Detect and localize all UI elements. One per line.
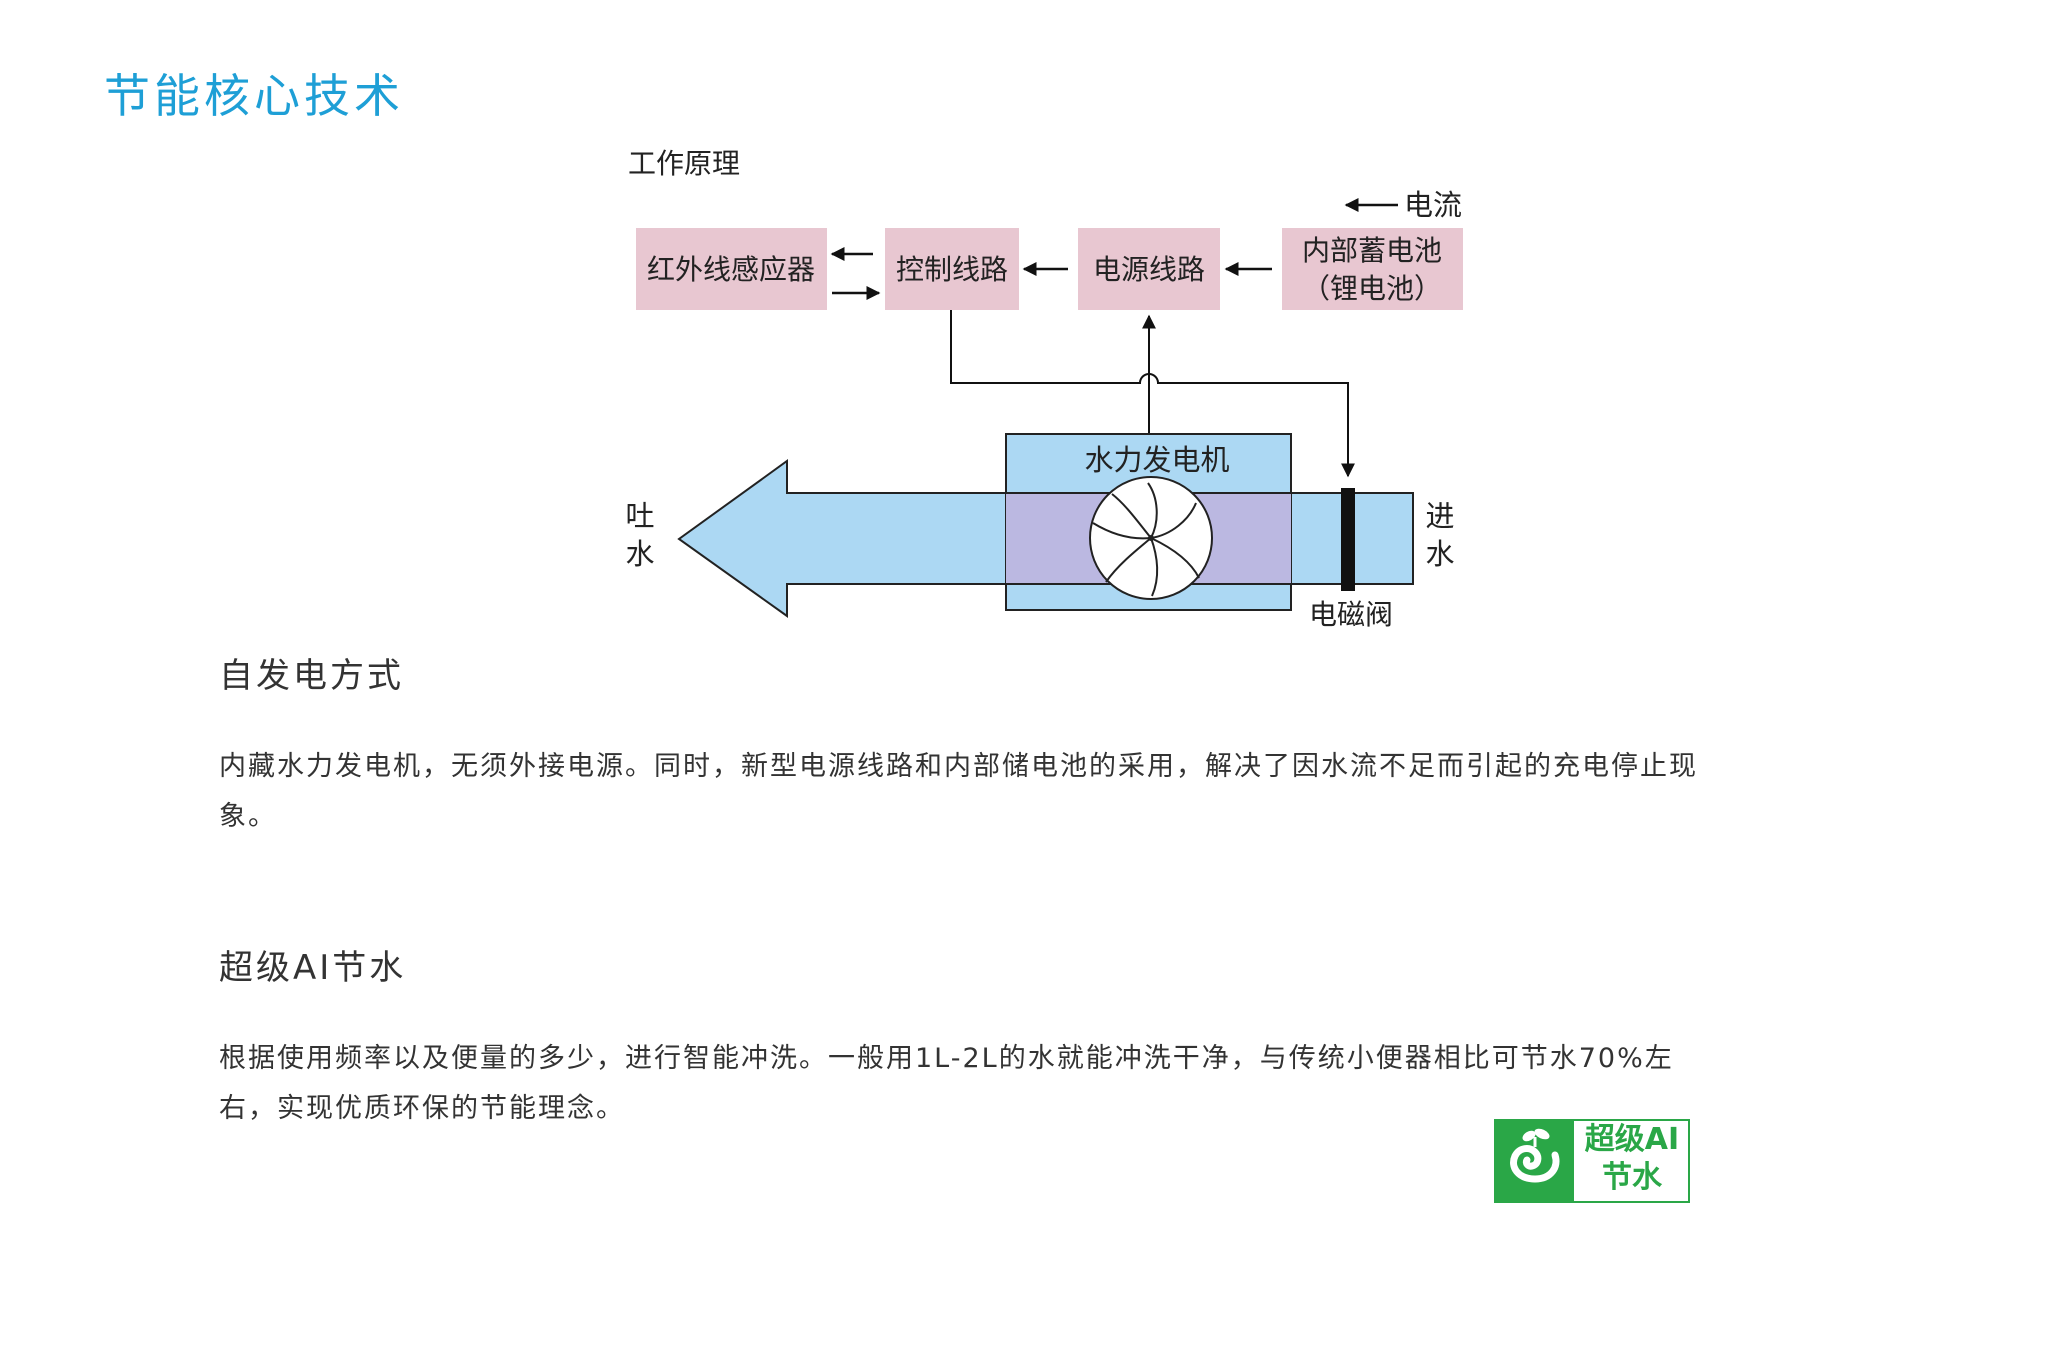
page-title: 节能核心技术 <box>104 69 404 123</box>
control-circuit-box <box>885 228 1019 310</box>
infrared-sensor-label: 红外线感应器 <box>647 253 815 286</box>
battery-box <box>1282 228 1463 310</box>
valve-label: 电磁阀 <box>1309 598 1393 631</box>
water-saving-badge: 超级AI 节水 <box>1494 1119 1690 1203</box>
outlet-label-2: 水 <box>625 537 654 571</box>
badge-logo-panel <box>1496 1121 1574 1201</box>
battery-label-line2: （锂电池） <box>1302 272 1442 305</box>
solenoid-valve <box>1341 488 1355 591</box>
turbine-icon <box>1089 476 1213 600</box>
generator-label: 水力发电机 <box>1084 443 1229 477</box>
control-circuit-label: 控制线路 <box>896 253 1008 286</box>
infrared-sensor-box <box>636 228 827 310</box>
diagram-caption: 工作原理 <box>628 147 741 180</box>
badge-line1: 超级AI <box>1584 1122 1680 1157</box>
section-body-self-power: 内藏水力发电机，无须外接电源。同时，新型电源线路和内部储电池的采用，解决了因水流… <box>219 751 1698 832</box>
power-circuit-label: 电源线路 <box>1093 253 1205 286</box>
section-body-ai-water-saving: 根据使用频率以及便量的多少，进行智能冲洗。一般用1L-2L的水就能冲洗干净，与传… <box>219 1043 1674 1124</box>
section-heading-ai-water-saving: 超级AI节水 <box>219 948 407 988</box>
inlet-label-2: 水 <box>1425 537 1454 571</box>
badge-line2: 节水 <box>1602 1160 1662 1195</box>
battery-label-line1: 内部蓄电池 <box>1302 234 1442 267</box>
badge-text: 超级AI 节水 <box>1576 1121 1688 1197</box>
outlet-label-1: 吐 <box>625 499 654 533</box>
inlet-label-1: 进 <box>1425 499 1454 533</box>
current-label: 电流 <box>1404 188 1462 222</box>
section-heading-self-power: 自发电方式 <box>219 656 404 696</box>
sprout-logo-icon <box>1510 1128 1560 1183</box>
power-circuit-box <box>1078 228 1220 310</box>
